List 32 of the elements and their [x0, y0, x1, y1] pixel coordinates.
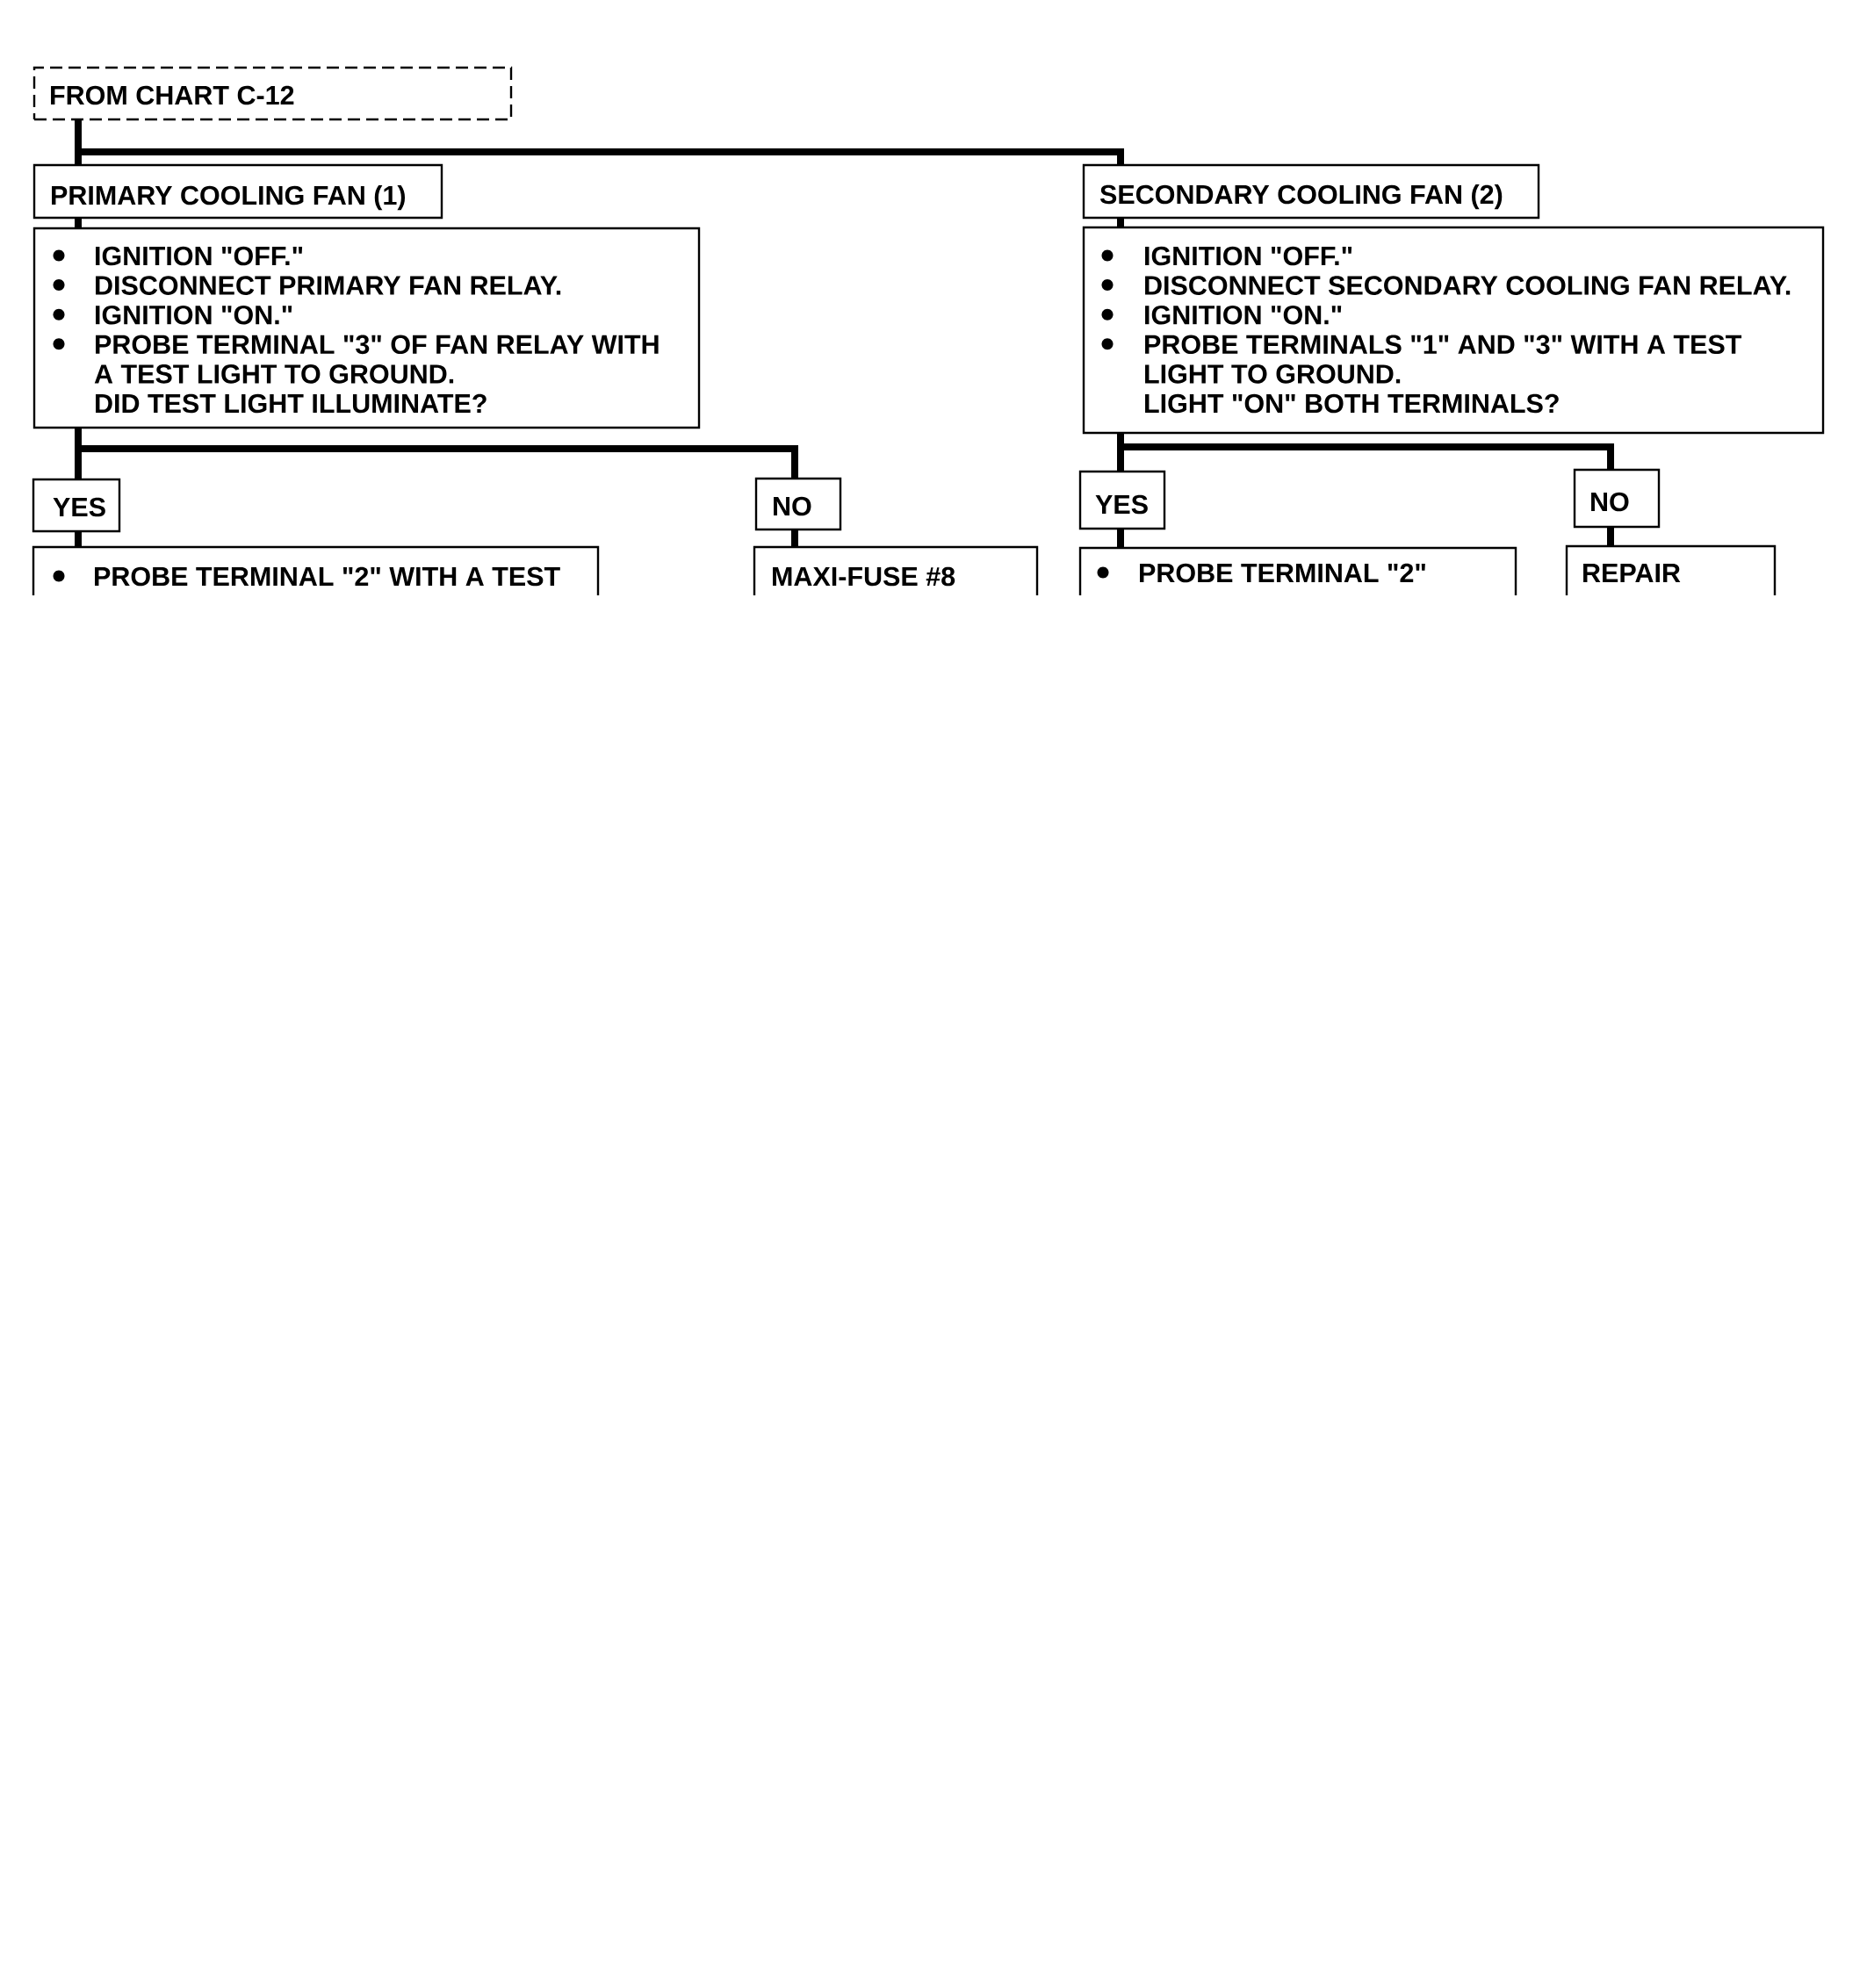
connector-line [791, 529, 798, 547]
connector-line [75, 531, 82, 547]
step-box: IGNITION "OFF." DISCONNECT SECONDARY COOLING FAN RELAY. IGNITION "ON." PROBE TERMINALS "1" AND "3" WITH A TEST LIGHT TO GROUND. LIGHT "ON" BOTH TERMINALS? [1082, 226, 1825, 435]
node-label: PROBE TERMINALS "1" AND "3" WITH A TEST LIGHT TO GROUND. [1145, 335, 1742, 384]
connector-line [75, 119, 1124, 165]
result-box: PROBE TERMINAL "2" [1078, 546, 1517, 595]
node-label: IGNITION "ON." [1145, 305, 1342, 325]
step-box: IGNITION "OFF." DISCONNECT PRIMARY FAN RELAY. IGNITION "ON." PROBE TERMINAL "3" OF FAN RELAY WITH A TEST LIGHT TO GROUND. DID TEST LIGHT ILLUMINATE? [32, 227, 701, 429]
heading-box: SECONDARY COOLING FAN (2) [1082, 163, 1540, 220]
connector-line [75, 218, 82, 228]
result-box: REPAIR [1565, 544, 1777, 595]
node-label: DISCONNECT PRIMARY FAN RELAY. [96, 276, 561, 295]
result-box: PROBE TERMINAL "2" WITH A TEST [32, 545, 600, 595]
connector-line [1117, 433, 1614, 472]
outcome-box: YES [32, 478, 121, 533]
outcome-box: NO [754, 477, 842, 531]
outcome-box: NO [1573, 468, 1661, 529]
heading-box: PRIMARY COOLING FAN (1) [32, 163, 443, 220]
reference-box: FROM CHART C-12 [32, 66, 513, 121]
node-label: DID TEST LIGHT ILLUMINATE? [96, 393, 487, 414]
outcome-box: YES [1078, 470, 1166, 530]
node-label: IGNITION "OFF." [96, 246, 303, 266]
connector-line [75, 428, 798, 479]
node-label: PROBE TERMINAL "3" OF FAN RELAY WITH A TEST LIGHT TO GROUND. [94, 335, 659, 384]
node-label: DISCONNECT SECONDARY COOLING FAN RELAY. [1145, 276, 1791, 295]
result-box: MAXI-FUSE #8 [753, 545, 1039, 595]
connector-line [1607, 527, 1614, 546]
node-label: LIGHT "ON" BOTH TERMINALS? [1145, 393, 1559, 414]
node-label: IGNITION "OFF." [1145, 246, 1352, 266]
node-label: IGNITION "ON." [96, 305, 292, 325]
connector-line [1117, 529, 1124, 548]
connector-line [1117, 218, 1124, 227]
